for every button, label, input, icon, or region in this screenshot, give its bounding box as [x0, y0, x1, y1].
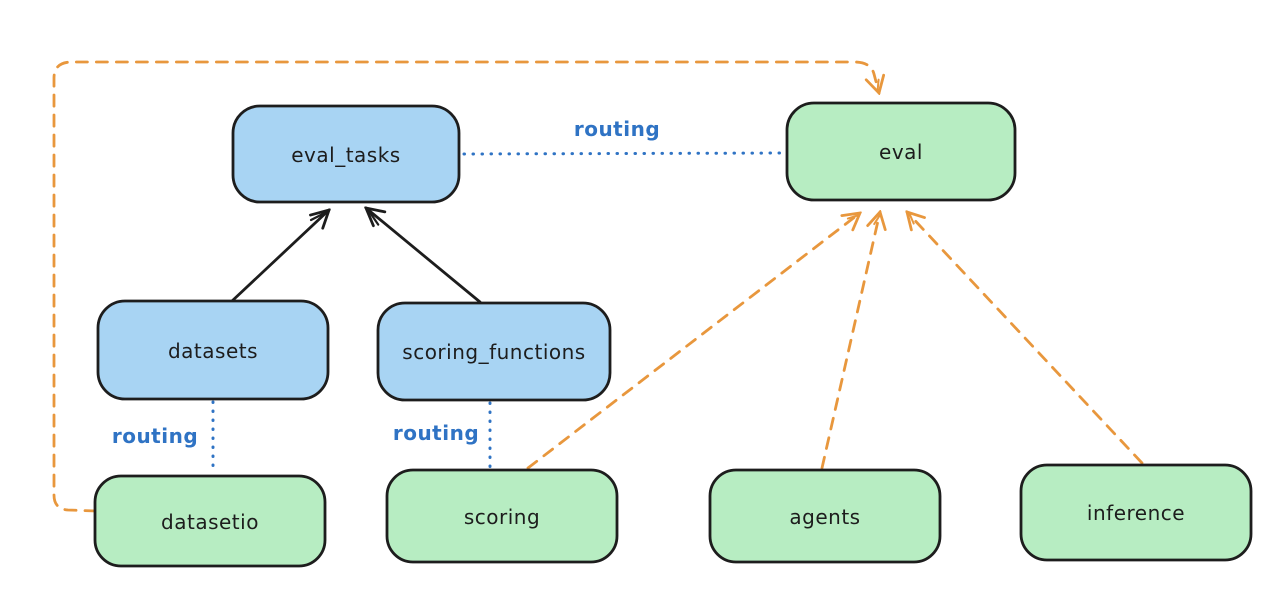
node-scoring[interactable]: scoring: [385, 468, 619, 564]
nodes-layer: eval_tasks eval datasets scoring_functio…: [93, 101, 1253, 568]
node-datasets-label: datasets: [168, 339, 258, 363]
node-scoring-label: scoring: [464, 505, 540, 529]
edge-scoringfunctions-evaltasks-arrow: [366, 208, 482, 304]
node-eval-label: eval: [879, 140, 923, 164]
node-scoring-functions-shape[interactable]: [376, 301, 612, 402]
node-inference-shape[interactable]: [1019, 463, 1253, 562]
node-scoring-functions-label: scoring_functions: [402, 340, 585, 364]
routing-label-mid: routing: [393, 421, 479, 445]
edge-agents-eval-dashed: [820, 212, 880, 470]
node-eval-tasks[interactable]: eval_tasks: [231, 104, 461, 204]
edge-evaltasks-eval-routing: [462, 151, 788, 156]
edge-datasets-evaltasks-arrow: [230, 210, 329, 303]
node-datasetio-label: datasetio: [161, 510, 259, 534]
routing-label-top: routing: [574, 117, 660, 141]
routing-label-left: routing: [112, 424, 198, 448]
node-agents-shape[interactable]: [708, 468, 942, 564]
node-datasetio[interactable]: datasetio: [93, 474, 327, 568]
edge-labels-layer: routing routing routing: [112, 117, 660, 448]
edges-layer: [52, 60, 1144, 513]
node-inference[interactable]: inference: [1019, 463, 1253, 562]
node-datasets-shape[interactable]: [96, 299, 330, 401]
node-datasetio-shape[interactable]: [93, 474, 327, 568]
node-datasets[interactable]: datasets: [96, 299, 330, 401]
node-eval[interactable]: eval: [785, 101, 1017, 202]
node-eval-tasks-shape[interactable]: [231, 104, 461, 204]
node-inference-label: inference: [1087, 501, 1185, 525]
node-agents-label: agents: [789, 505, 860, 529]
node-scoring-shape[interactable]: [385, 468, 619, 564]
edge-scoring-eval-dashed: [526, 213, 860, 470]
edge-inference-eval-dashed: [907, 212, 1144, 465]
edge-datasetio-eval-dashed: [52, 60, 879, 513]
node-scoring-functions[interactable]: scoring_functions: [376, 301, 612, 402]
node-eval-shape[interactable]: [785, 101, 1017, 202]
node-agents[interactable]: agents: [708, 468, 942, 564]
node-eval-tasks-label: eval_tasks: [291, 143, 400, 167]
